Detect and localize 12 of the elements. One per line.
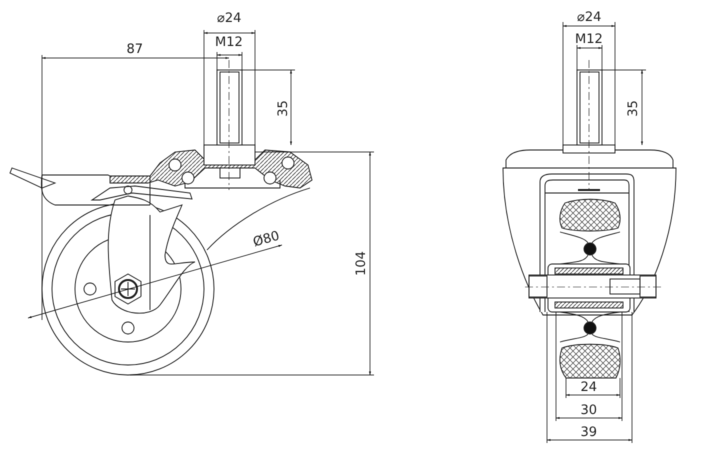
dimension-label: ⌀24 <box>577 10 602 24</box>
dimension-label: M12 <box>215 36 243 48</box>
dimension-label: 39 <box>580 426 598 438</box>
dimension-label: 35 <box>276 100 290 116</box>
dimension-label: 87 <box>126 42 144 56</box>
dimension-label: ⌀24 <box>217 12 242 24</box>
dimension-label: Ø80 <box>251 229 281 249</box>
dimension-label: M12 <box>575 32 603 46</box>
dimension-label: 30 <box>580 404 598 416</box>
dimension-label: 24 <box>580 380 598 394</box>
dimension-label: 35 <box>626 100 640 116</box>
dimension-label: 104 <box>354 250 368 276</box>
